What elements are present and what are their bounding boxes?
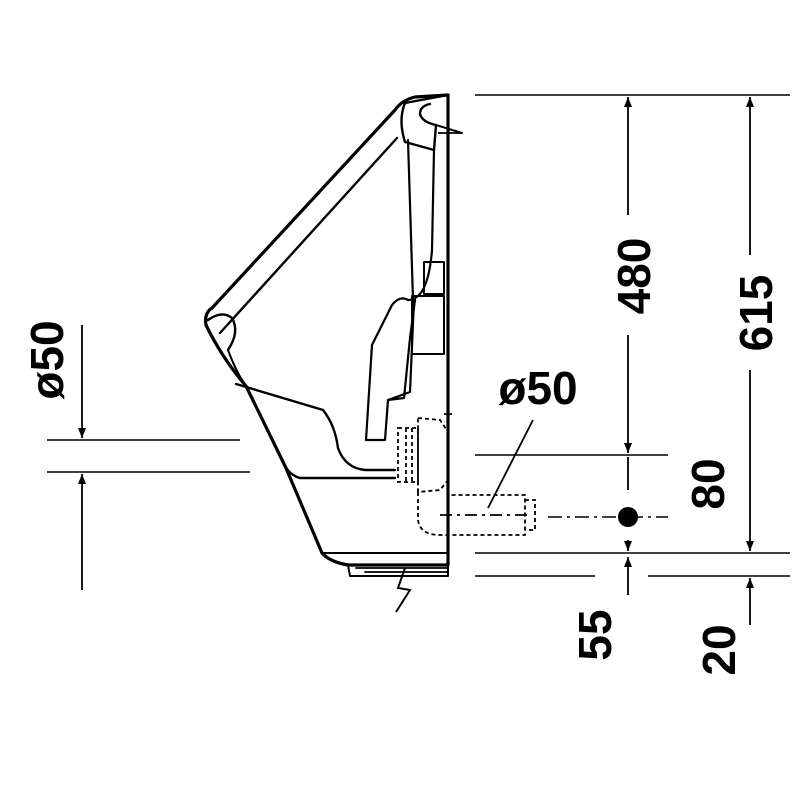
- label-waste-diameter: ø50: [498, 362, 577, 414]
- elbow-pipe: [417, 492, 526, 536]
- urinal-outer-outline: [204, 93, 450, 567]
- bowl-trap-inner: [364, 297, 416, 442]
- label-left-diameter: ø50: [21, 320, 73, 399]
- label-55: 55: [569, 609, 621, 660]
- urinal-body: [204, 93, 463, 577]
- waste-fitting: [397, 417, 536, 536]
- coupling-flange: [417, 417, 449, 493]
- front-rim-underside: [227, 349, 247, 387]
- rim-inner-edge: [218, 136, 399, 335]
- coupling-ribs: [405, 428, 413, 482]
- inner-slot-1: [423, 261, 445, 295]
- waste-leader: [487, 419, 534, 509]
- base-foot-detail: [355, 567, 449, 573]
- center-marks: [438, 132, 530, 516]
- dimension-lines: [78, 97, 754, 625]
- label-20: 20: [693, 624, 745, 675]
- base-upper-line: [284, 466, 397, 480]
- label-615: 615: [730, 275, 782, 352]
- waste-center-dot: [618, 507, 638, 527]
- front-rim-curl: [206, 313, 237, 352]
- elbow-pipe-end: [525, 499, 536, 531]
- inner-back-wall: [406, 138, 436, 302]
- label-80: 80: [682, 458, 734, 509]
- top-rim-hook: [435, 124, 463, 134]
- top-rim-block: [400, 93, 450, 152]
- label-480: 480: [608, 238, 660, 315]
- base-foot: [347, 564, 449, 577]
- center-mark-fitting: [444, 410, 452, 418]
- inner-slot-2: [411, 295, 445, 355]
- break-mark: [395, 567, 412, 613]
- coupling-body: [397, 427, 419, 483]
- bowl-floor: [234, 382, 397, 472]
- extension-lines: [47, 94, 790, 577]
